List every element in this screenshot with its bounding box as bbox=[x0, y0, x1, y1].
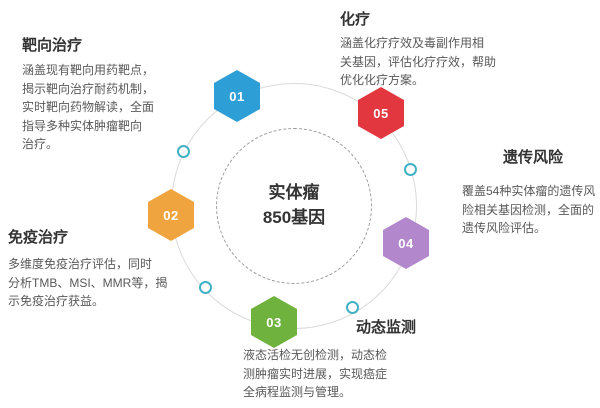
section-desc-dynamic-monitoring: 液态活检无创检测，动态检 测肿瘤实时进展，实现癌症 全病程监测与管理。 bbox=[243, 348, 388, 400]
section-desc-genetic-risk: 覆盖54种实体瘤的遗传风 险相关基因检测，全面的 遗传风险评估。 bbox=[462, 184, 596, 236]
ring-dot bbox=[177, 145, 190, 158]
hexagon-node-01: 01 bbox=[214, 70, 260, 122]
center-title-line1: 实体瘤 bbox=[268, 183, 320, 203]
section-desc-immunotherapy: 多维度免疫治疗评估，同时 分析TMB、MSI、MMR等，揭 示免疫治疗获益。 bbox=[8, 257, 168, 309]
ring-dot bbox=[346, 301, 359, 314]
center-title-line2: 850基因 bbox=[262, 208, 326, 227]
node-number: 04 bbox=[398, 235, 414, 251]
node-number: 02 bbox=[163, 207, 179, 223]
section-desc-chemotherapy: 涵盖化疗疗效及毒副作用相 关基因，评估化疗疗效，帮助 优化化疗方案。 bbox=[340, 36, 497, 88]
section-title-targeted-therapy: 靶向治疗 bbox=[22, 37, 83, 54]
ring-dot bbox=[199, 281, 212, 294]
node-number: 03 bbox=[266, 314, 282, 330]
node-number: 01 bbox=[229, 88, 245, 104]
node-number: 05 bbox=[373, 105, 389, 121]
section-title-immunotherapy: 免疫治疗 bbox=[8, 229, 69, 246]
center-circle: 实体瘤 850基因 bbox=[216, 128, 372, 284]
section-desc-targeted-therapy: 涵盖现有靶向用药靶点， 揭示靶向治疗耐药机制， 实时靶向药物解读，全面 指导多种… bbox=[22, 63, 155, 152]
section-title-dynamic-monitoring: 动态监测 bbox=[356, 319, 417, 336]
section-title-genetic-risk: 遗传风险 bbox=[503, 149, 564, 166]
hexagon-node-02: 02 bbox=[148, 189, 194, 241]
section-title-chemotherapy: 化疗 bbox=[340, 11, 371, 28]
ring-dot bbox=[404, 163, 417, 176]
